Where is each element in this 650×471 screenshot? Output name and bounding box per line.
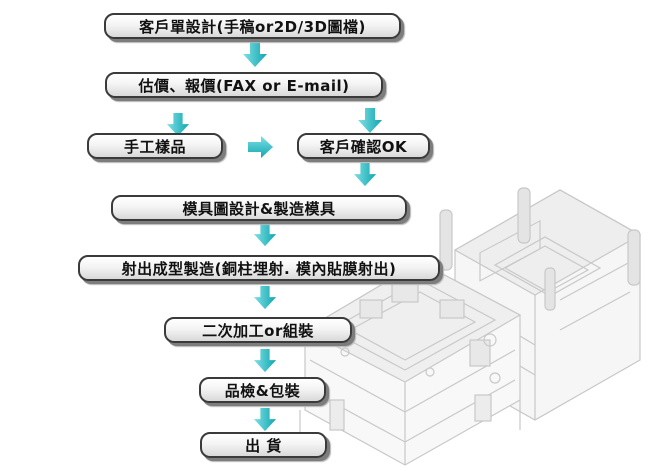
arrow-down-icon: [253, 223, 277, 247]
step-handmade-sample: 手工樣品: [87, 133, 223, 159]
arrow-down-icon: [353, 163, 377, 187]
arrow-down-icon: [166, 113, 190, 137]
step-customer-design: 客戶單設計(手稿or2D/3D圖檔): [104, 13, 401, 39]
step-injection-molding: 射出成型製造(銅柱埋射. 模內貼膜射出): [78, 255, 440, 281]
step-secondary-processing: 二次加工or組裝: [164, 317, 352, 343]
arrow-down-icon: [358, 108, 382, 133]
step-shipping: 出 貨: [200, 432, 327, 458]
arrow-down-icon: [253, 349, 277, 373]
step-customer-confirm: 客戶確認OK: [297, 133, 430, 159]
step-inspection-packaging: 品檢&包裝: [199, 377, 326, 403]
step-quotation: 估價、報價(FAX or E-mail): [105, 72, 383, 98]
arrow-down-icon: [243, 42, 267, 67]
arrow-down-icon: [253, 286, 277, 310]
step-mold-design: 模具圖設計&製造模具: [111, 195, 407, 221]
arrow-down-icon: [253, 408, 277, 432]
arrow-right-icon: [248, 136, 273, 158]
